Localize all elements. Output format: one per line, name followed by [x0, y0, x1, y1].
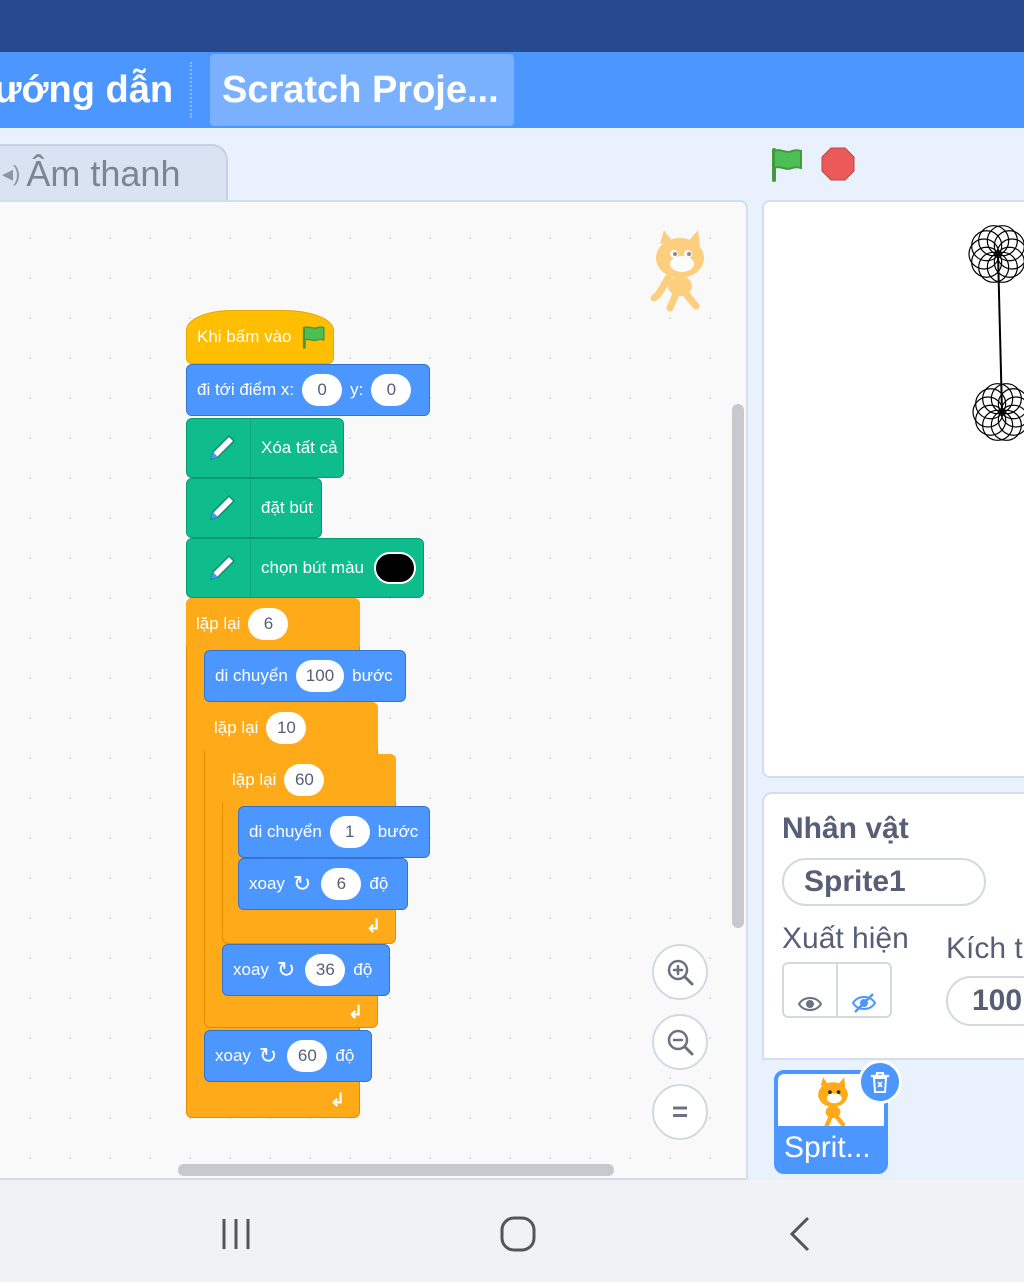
zoom-reset-button[interactable]: =	[652, 1084, 708, 1140]
sprite-name-input[interactable]: Sprite1	[782, 858, 986, 906]
tab-sounds[interactable]: ◂) Âm thanh	[0, 144, 228, 202]
rotate-clockwise-icon: ↻	[292, 871, 312, 896]
home-button[interactable]	[488, 1206, 548, 1262]
loop-arrow-icon: ↲	[366, 916, 382, 936]
move-inner-unit: bước	[377, 822, 419, 841]
turn-outer-label: xoay	[215, 1046, 251, 1065]
stage-pen-drawing	[968, 225, 1024, 441]
zoom-in-icon	[667, 959, 694, 986]
sprite-watermark-icon	[650, 230, 704, 312]
tab-sounds-label: Âm thanh	[26, 153, 181, 194]
turn-middle-label: xoay	[233, 960, 269, 979]
back-button[interactable]	[770, 1206, 830, 1262]
repeat-middle-label: lặp lại	[214, 718, 259, 737]
eye-slash-icon	[851, 993, 877, 1013]
sprite-tile[interactable]: Sprit...	[774, 1070, 888, 1174]
trash-icon	[870, 1072, 890, 1093]
pen-icon	[193, 479, 251, 537]
move-inner-label: di chuyển	[249, 822, 322, 841]
horizontal-scrollbar[interactable]	[178, 1164, 614, 1176]
set-pen-color-label: chọn bút màu	[261, 558, 365, 577]
speaker-icon: ◂)	[2, 161, 21, 186]
pen-down-block[interactable]: đặt bút	[186, 478, 322, 538]
turn-outer-unit: độ	[335, 1046, 355, 1065]
repeat-inner-label: lặp lại	[232, 770, 277, 789]
move-outer-unit: bước	[352, 666, 393, 685]
turn-outer-degrees-input[interactable]: 60	[287, 1040, 328, 1072]
hide-button[interactable]	[836, 964, 890, 1016]
move-steps-block[interactable]: di chuyển 1 bước	[238, 806, 430, 858]
move-inner-steps-input[interactable]: 1	[329, 816, 370, 848]
hat-label: Khi bấm vào	[197, 327, 292, 346]
move-outer-label: di chuyển	[215, 666, 288, 685]
repeat-outer-label: lặp lại	[196, 614, 241, 633]
vertical-scrollbar[interactable]	[732, 404, 744, 928]
when-flag-clicked-block[interactable]: Khi bấm vào	[186, 310, 334, 364]
eye-icon	[797, 997, 823, 1011]
green-flag-icon	[302, 326, 325, 349]
pen-down-label: đặt bút	[261, 498, 313, 517]
stop-sign-icon[interactable]	[820, 146, 856, 182]
pen-icon	[193, 419, 251, 477]
move-steps-block[interactable]: di chuyển 100 bước	[204, 650, 406, 702]
recent-apps-icon	[222, 1219, 250, 1249]
zoom-in-button[interactable]	[652, 944, 708, 1000]
menu-divider	[190, 62, 192, 118]
tutorials-menu[interactable]: ướng dẫn	[0, 68, 174, 111]
repeat-inner-count-input[interactable]: 60	[284, 764, 325, 796]
y-input[interactable]: 0	[371, 374, 412, 406]
green-flag-icon[interactable]	[768, 146, 804, 182]
turn-right-block[interactable]: xoay ↻ 36 độ	[222, 944, 390, 996]
go-to-xy-block[interactable]: đi tới điểm x: 0 y: 0	[186, 364, 430, 416]
recent-apps-button[interactable]	[206, 1206, 266, 1262]
system-nav-bar	[0, 1180, 1024, 1282]
visibility-toggle	[782, 962, 892, 1018]
delete-sprite-button[interactable]	[858, 1060, 902, 1104]
rosette-drawing	[972, 383, 1024, 441]
back-icon	[789, 1216, 810, 1252]
rosette-drawing	[968, 225, 1024, 283]
status-bar	[0, 0, 1024, 52]
zoom-out-button[interactable]	[652, 1014, 708, 1070]
size-label: Kích t	[946, 932, 1023, 965]
repeat-outer-block[interactable]: lặp lại 6	[186, 598, 360, 650]
sprite-tile-label: Sprit...	[778, 1126, 884, 1170]
goto-label: đi tới điểm x:	[197, 380, 295, 399]
repeat-inner-block[interactable]: lặp lại 60	[222, 754, 396, 806]
zoom-out-icon	[667, 1029, 694, 1056]
turn-right-block[interactable]: xoay ↻ 6 độ	[238, 858, 408, 910]
show-button[interactable]	[784, 964, 836, 1016]
turn-middle-degrees-input[interactable]: 36	[305, 954, 346, 986]
pen-color-swatch[interactable]	[374, 552, 417, 584]
menu-bar: ướng dẫn Scratch Proje...	[0, 52, 1024, 128]
erase-all-block[interactable]: Xóa tất cả	[186, 418, 344, 478]
rotate-clockwise-icon: ↻	[276, 957, 296, 982]
loop-arrow-icon: ↲	[330, 1090, 346, 1110]
set-pen-color-block[interactable]: chọn bút màu	[186, 538, 424, 598]
move-outer-steps-input[interactable]: 100	[295, 660, 345, 692]
size-input[interactable]: 100	[946, 976, 1024, 1026]
x-input[interactable]: 0	[302, 374, 343, 406]
goto-y-label: y:	[350, 380, 364, 399]
turn-inner-label: xoay	[249, 874, 285, 893]
erase-all-label: Xóa tất cả	[261, 438, 338, 457]
show-label: Xuất hiện	[782, 922, 909, 955]
sprite-label: Nhân vật	[782, 812, 909, 845]
pen-icon	[193, 539, 251, 597]
cat-sprite-icon	[818, 1077, 848, 1128]
repeat-outer-count-input[interactable]: 6	[248, 608, 289, 640]
home-icon	[500, 1216, 536, 1252]
stage[interactable]	[762, 200, 1024, 778]
turn-right-block[interactable]: xoay ↻ 60 độ	[204, 1030, 372, 1082]
repeat-middle-block[interactable]: lặp lại 10	[204, 702, 378, 754]
zoom-reset-icon: =	[671, 1096, 689, 1127]
repeat-middle-count-input[interactable]: 10	[266, 712, 307, 744]
turn-inner-unit: độ	[369, 874, 389, 893]
project-title-field[interactable]: Scratch Proje...	[210, 54, 514, 126]
turn-inner-degrees-input[interactable]: 6	[321, 868, 362, 900]
loop-arrow-icon: ↲	[348, 1002, 364, 1022]
rotate-clockwise-icon: ↻	[258, 1043, 278, 1068]
turn-middle-unit: độ	[353, 960, 373, 979]
